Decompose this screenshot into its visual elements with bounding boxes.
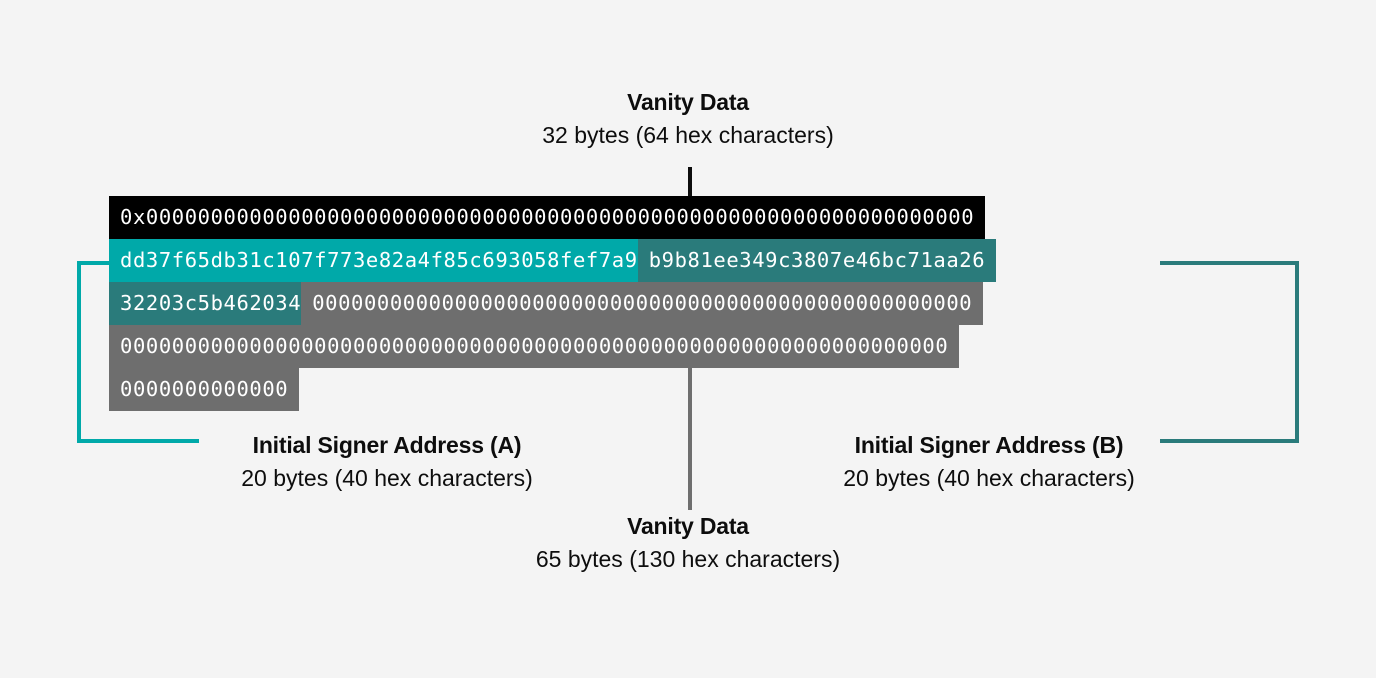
callout-vanity-data-bottom-title: Vanity Data <box>627 513 749 539</box>
hex-segment-signer-a: dd37f65db31c107f773e82a4f85c693058fef7a9 <box>109 239 638 282</box>
bracket-signer-b <box>1160 261 1299 443</box>
hex-segment-vanity-suffix: 0000000000000000000000000000000000000000… <box>109 325 960 368</box>
callout-signer-a: Initial Signer Address (A) 20 bytes (40 … <box>186 431 588 494</box>
hex-row: 32203c5b462034 0000000000000000000000000… <box>109 282 1268 325</box>
hex-segment-vanity-prefix: 0x00000000000000000000000000000000000000… <box>109 196 986 239</box>
callout-vanity-data-top: Vanity Data 32 bytes (64 hex characters) <box>0 88 1376 151</box>
callout-signer-a-subtitle: 20 bytes (40 hex characters) <box>241 465 533 492</box>
callout-vanity-data-top-title: Vanity Data <box>627 89 749 115</box>
hex-segment-vanity-suffix: 0000000000000000000000000000000000000000… <box>301 282 984 325</box>
hex-byte-block: 0x00000000000000000000000000000000000000… <box>109 196 1268 411</box>
connector-line-vanity-top <box>688 167 692 197</box>
hex-segment-signer-b-part1: b9b81ee349c3807e46bc71aa26 <box>637 239 997 282</box>
hex-row: 0x00000000000000000000000000000000000000… <box>109 196 1268 239</box>
callout-signer-b-subtitle: 20 bytes (40 hex characters) <box>843 465 1135 492</box>
hex-row: dd37f65db31c107f773e82a4f85c693058fef7a9… <box>109 239 1268 282</box>
hex-segment-signer-b-part2: 32203c5b462034 <box>109 282 302 325</box>
hex-row: 0000000000000000000000000000000000000000… <box>109 325 1268 368</box>
callout-vanity-data-bottom-subtitle: 65 bytes (130 hex characters) <box>535 546 841 573</box>
callout-signer-a-title: Initial Signer Address (A) <box>252 432 522 458</box>
callout-signer-b-title: Initial Signer Address (B) <box>854 432 1124 458</box>
connector-line-vanity-bottom <box>688 368 692 510</box>
callout-signer-b: Initial Signer Address (B) 20 bytes (40 … <box>788 431 1190 494</box>
callout-vanity-data-bottom: Vanity Data 65 bytes (130 hex characters… <box>0 512 1376 575</box>
callout-vanity-data-top-subtitle: 32 bytes (64 hex characters) <box>542 122 834 149</box>
hex-segment-vanity-suffix-last: 0000000000000 <box>109 368 300 411</box>
hex-row: 0000000000000 <box>109 368 1268 411</box>
